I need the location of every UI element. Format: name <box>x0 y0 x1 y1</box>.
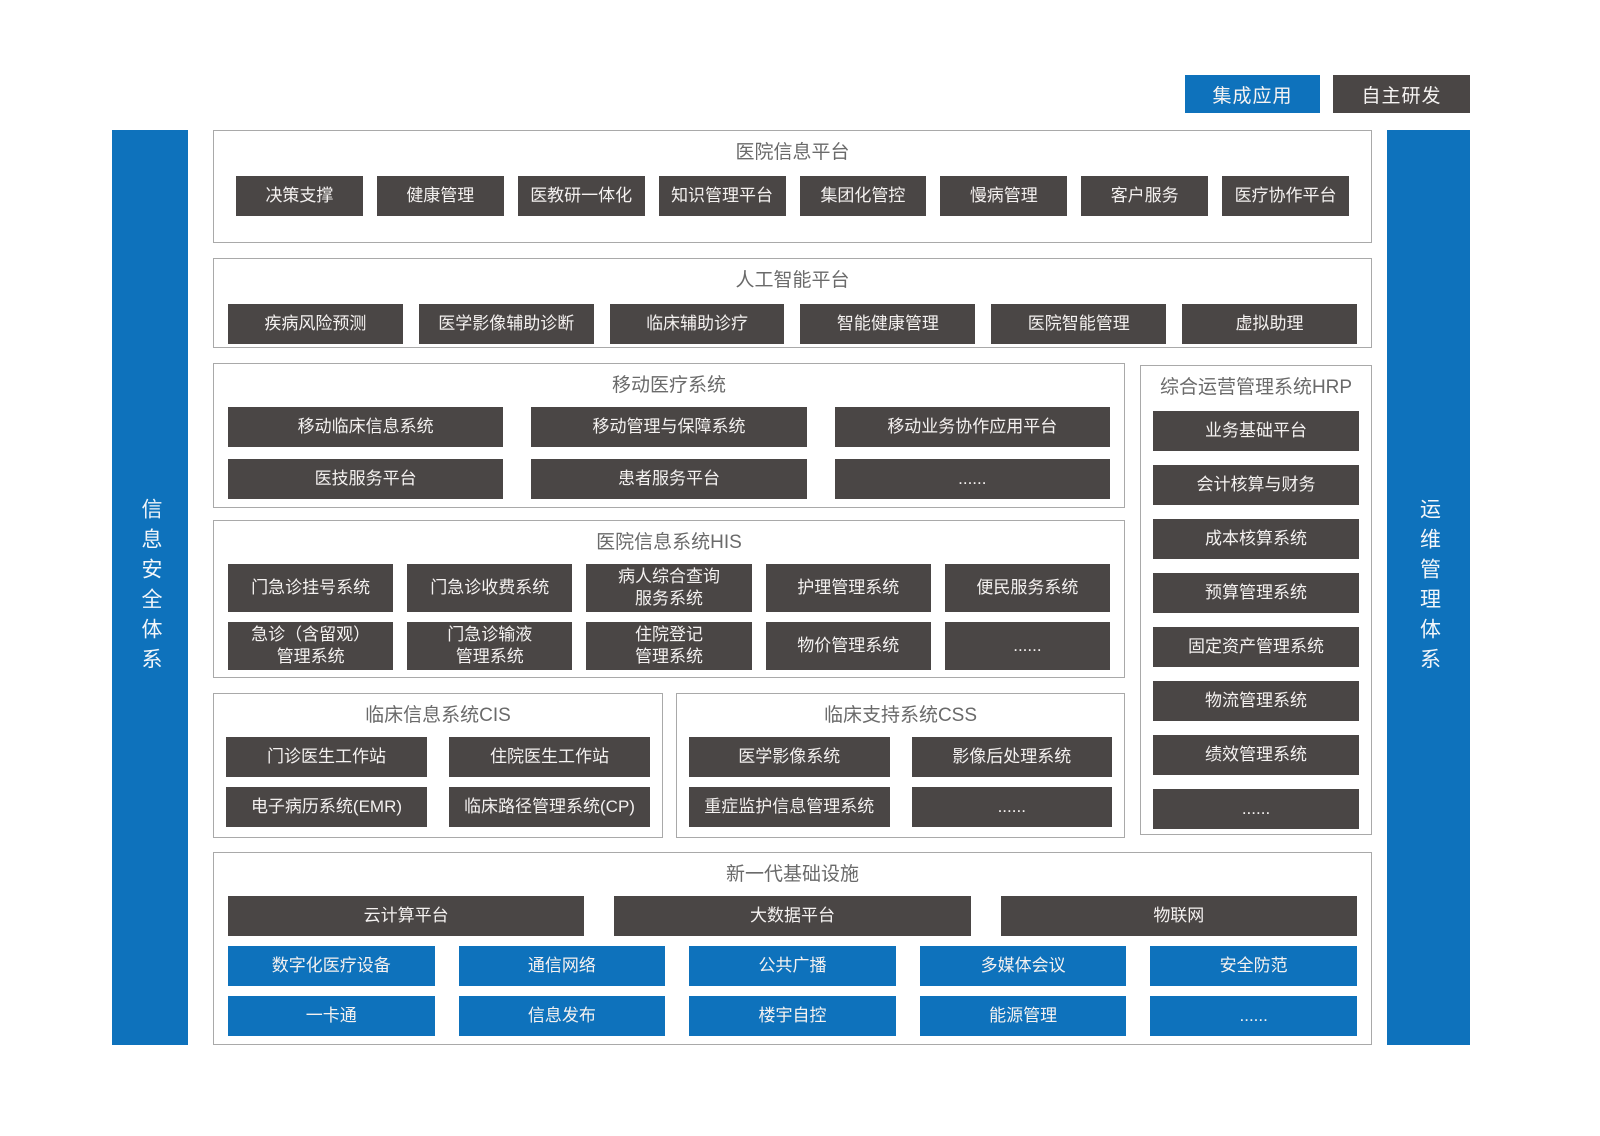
system-box: 病人综合查询 服务系统 <box>586 563 752 612</box>
section-title: 临床信息系统CIS <box>365 705 511 726</box>
box-row: 门诊医生工作站 住院医生工作站 <box>214 736 662 777</box>
system-box: 住院登记 管理系统 <box>586 621 752 670</box>
section-hrp-operations-management: 综合运营管理系统HRP 业务基础平台 会计核算与财务 成本核算系统 预算管理系统… <box>1140 365 1372 835</box>
box-row: 重症监护信息管理系统 ...... <box>677 786 1124 827</box>
section-hospital-info-platform: 医院信息平台 决策支撑 健康管理 医教研一体化 知识管理平台 集团化管控 慢病管… <box>213 130 1372 243</box>
system-box: 健康管理 <box>376 175 504 216</box>
sidebar-information-security-system: 信息安全体系 <box>112 130 188 1045</box>
box-row: 一卡通 信息发布 楼宇自控 能源管理 ...... <box>214 995 1371 1036</box>
box-row: 数字化医疗设备 通信网络 公共广播 多媒体会议 安全防范 <box>214 945 1371 986</box>
box-row: 云计算平台 大数据平台 物联网 <box>214 895 1371 936</box>
system-box: 慢病管理 <box>940 175 1068 216</box>
section-clinical-information-system-cis: 临床信息系统CIS 门诊医生工作站 住院医生工作站 电子病历系统(EMR) 临床… <box>213 693 663 838</box>
system-box: 安全防范 <box>1150 945 1357 986</box>
section-title: 新一代基础设施 <box>725 864 859 885</box>
system-box: 预算管理系统 <box>1153 572 1359 613</box>
system-box: 通信网络 <box>458 945 666 986</box>
system-box: 会计核算与财务 <box>1153 464 1359 505</box>
system-box: 绩效管理系统 <box>1153 734 1359 775</box>
system-box: 临床路径管理系统(CP) <box>449 786 650 827</box>
box-row: 医技服务平台 患者服务平台 ...... <box>214 458 1124 499</box>
box-row: 疾病风险预测 医学影像辅助诊断 临床辅助诊疗 智能健康管理 医院智能管理 虚拟助… <box>214 302 1371 344</box>
system-box: 云计算平台 <box>228 895 585 936</box>
system-box: 急诊（含留观） 管理系统 <box>228 621 394 670</box>
system-box: 决策支撑 <box>236 175 363 216</box>
system-box: ...... <box>1153 788 1359 829</box>
system-box: 楼宇自控 <box>689 995 896 1036</box>
system-box: 物联网 <box>1000 895 1357 936</box>
system-box: 物价管理系统 <box>765 621 931 670</box>
system-box: ...... <box>944 621 1111 670</box>
system-box: 固定资产管理系统 <box>1153 626 1359 667</box>
system-box: 便民服务系统 <box>944 563 1111 612</box>
system-box: 医学影像系统 <box>689 736 890 777</box>
system-box: 公共广播 <box>689 945 896 986</box>
box-row: 决策支撑 健康管理 医教研一体化 知识管理平台 集团化管控 慢病管理 客户服务 … <box>214 174 1371 216</box>
box-column: 业务基础平台 会计核算与财务 成本核算系统 预算管理系统 固定资产管理系统 物流… <box>1141 409 1371 841</box>
box-row: 电子病历系统(EMR) 临床路径管理系统(CP) <box>214 786 662 827</box>
section-new-generation-infrastructure: 新一代基础设施 云计算平台 大数据平台 物联网 数字化医疗设备 通信网络 公共广… <box>213 852 1372 1045</box>
system-box: 集团化管控 <box>799 175 927 216</box>
system-box: 医学影像辅助诊断 <box>418 303 594 344</box>
system-box: 业务基础平台 <box>1153 410 1359 451</box>
legend-integrated-application: 集成应用 <box>1185 75 1320 113</box>
box-row: 移动临床信息系统 移动管理与保障系统 移动业务协作应用平台 <box>214 406 1124 447</box>
section-clinical-support-system-css: 临床支持系统CSS 医学影像系统 影像后处理系统 重症监护信息管理系统 ....… <box>676 693 1125 838</box>
legend-self-developed: 自主研发 <box>1333 75 1470 113</box>
system-box: 移动业务协作应用平台 <box>834 406 1110 447</box>
system-box: 多媒体会议 <box>919 945 1127 986</box>
system-box: 门急诊挂号系统 <box>228 563 394 612</box>
system-box: 一卡通 <box>228 995 435 1036</box>
system-box: 医教研一体化 <box>517 175 645 216</box>
section-ai-platform: 人工智能平台 疾病风险预测 医学影像辅助诊断 临床辅助诊疗 智能健康管理 医院智… <box>213 258 1372 348</box>
system-box: 智能健康管理 <box>800 303 976 344</box>
system-box: 移动临床信息系统 <box>228 406 504 447</box>
sidebar-operations-management-system: 运维管理体系 <box>1387 130 1470 1045</box>
box-row: 医学影像系统 影像后处理系统 <box>677 736 1124 777</box>
section-mobile-medical-system: 移动医疗系统 移动临床信息系统 移动管理与保障系统 移动业务协作应用平台 医技服… <box>213 363 1125 508</box>
system-box: 物流管理系统 <box>1153 680 1359 721</box>
system-box: 临床辅助诊疗 <box>609 303 785 344</box>
system-box: 成本核算系统 <box>1153 518 1359 559</box>
section-title: 临床支持系统CSS <box>823 705 978 726</box>
system-box: 疾病风险预测 <box>228 303 403 344</box>
section-title: 移动医疗系统 <box>611 375 726 396</box>
box-row: 门急诊挂号系统 门急诊收费系统 病人综合查询 服务系统 护理管理系统 便民服务系… <box>214 563 1124 612</box>
system-box: 门急诊输液 管理系统 <box>407 621 573 670</box>
section-hospital-information-system-his: 医院信息系统HIS 门急诊挂号系统 门急诊收费系统 病人综合查询 服务系统 护理… <box>213 520 1125 678</box>
system-box: 客户服务 <box>1081 175 1209 216</box>
system-box: 能源管理 <box>919 995 1127 1036</box>
system-box: ...... <box>911 786 1112 827</box>
system-box: 知识管理平台 <box>658 175 786 216</box>
system-box: 医技服务平台 <box>228 458 504 499</box>
system-box: 大数据平台 <box>614 895 971 936</box>
system-box: 门急诊收费系统 <box>407 563 573 612</box>
system-box: 信息发布 <box>458 995 666 1036</box>
section-title: 人工智能平台 <box>735 270 850 291</box>
system-box: 移动管理与保障系统 <box>531 406 807 447</box>
system-box: ...... <box>1150 995 1357 1036</box>
section-title: 综合运营管理系统HRP <box>1159 377 1353 398</box>
system-box: 影像后处理系统 <box>911 736 1112 777</box>
system-box: 门诊医生工作站 <box>226 736 427 777</box>
system-box: ...... <box>834 458 1110 499</box>
system-box: 住院医生工作站 <box>449 736 650 777</box>
box-row: 急诊（含留观） 管理系统 门急诊输液 管理系统 住院登记 管理系统 物价管理系统… <box>214 621 1124 670</box>
system-box: 患者服务平台 <box>531 458 807 499</box>
section-title: 医院信息平台 <box>735 142 850 163</box>
system-box: 电子病历系统(EMR) <box>226 786 427 827</box>
system-box: 重症监护信息管理系统 <box>689 786 890 827</box>
section-title: 医院信息系统HIS <box>596 532 742 553</box>
system-box: 虚拟助理 <box>1182 303 1357 344</box>
system-box: 医院智能管理 <box>991 303 1167 344</box>
system-box: 数字化医疗设备 <box>228 945 435 986</box>
system-box: 护理管理系统 <box>765 563 931 612</box>
system-box: 医疗协作平台 <box>1222 175 1349 216</box>
